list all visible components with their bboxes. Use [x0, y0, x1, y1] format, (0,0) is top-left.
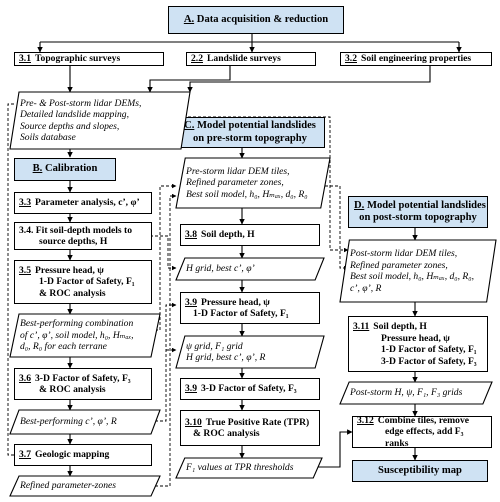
- dash-bestcr-to-3-9: [150, 302, 177, 422]
- susceptibility-map-box: Susceptibility map: [352, 460, 488, 482]
- dash-pre-to-post: [325, 185, 349, 271]
- data-post-storm-grids: Post-storm H, ψ, F₁, F₃ grids: [340, 382, 492, 404]
- dash-3-4-to-hgrid: [150, 235, 177, 271]
- dash-best-to-pre: [150, 183, 177, 331]
- data-post-storm-tiles: Post-storm lidar DEM tiles, Refined para…: [340, 240, 496, 302]
- data-psi-grid: ψ grid, F₁ grid H grid, best c’, φ’, R: [176, 336, 324, 368]
- data-best-combination: Best-performing combination of c’, φ’, s…: [10, 314, 160, 357]
- data-pre-storm-tiles: Pre-storm lidar DEM tiles, Refined param…: [176, 158, 330, 208]
- data-f1-tpr-thresholds: F₁ values at TPR thresholds: [176, 458, 322, 478]
- data-best-c-phi-r: Best-performing c’, φ’, R: [10, 410, 160, 434]
- edge-f1-to-3-12: [318, 429, 353, 468]
- section-c-head: C. Model potential landslides on pre-sto…: [175, 117, 325, 148]
- section-d-head: D. Model potential landslides on post-st…: [348, 196, 488, 228]
- data-h-grid: H grid, best c’, φ’: [176, 258, 324, 280]
- box-3-4-fit-soil-depth: 3.4. Fit soil-depth models to source dep…: [14, 222, 152, 250]
- section-b-head: B. Calibration: [14, 158, 116, 181]
- edge-3-2-to-data: [187, 66, 431, 93]
- edge-2-2-to-data: [147, 66, 231, 93]
- data-refined-zones: Refined parameter-zones: [10, 476, 160, 496]
- dash-left-loop: [7, 103, 23, 458]
- section-a-head: A. Data acquisition & reduction: [168, 6, 344, 34]
- data-lidar-dems: Pre- & Post-storm lidar DEMs, Detailed l…: [10, 92, 190, 149]
